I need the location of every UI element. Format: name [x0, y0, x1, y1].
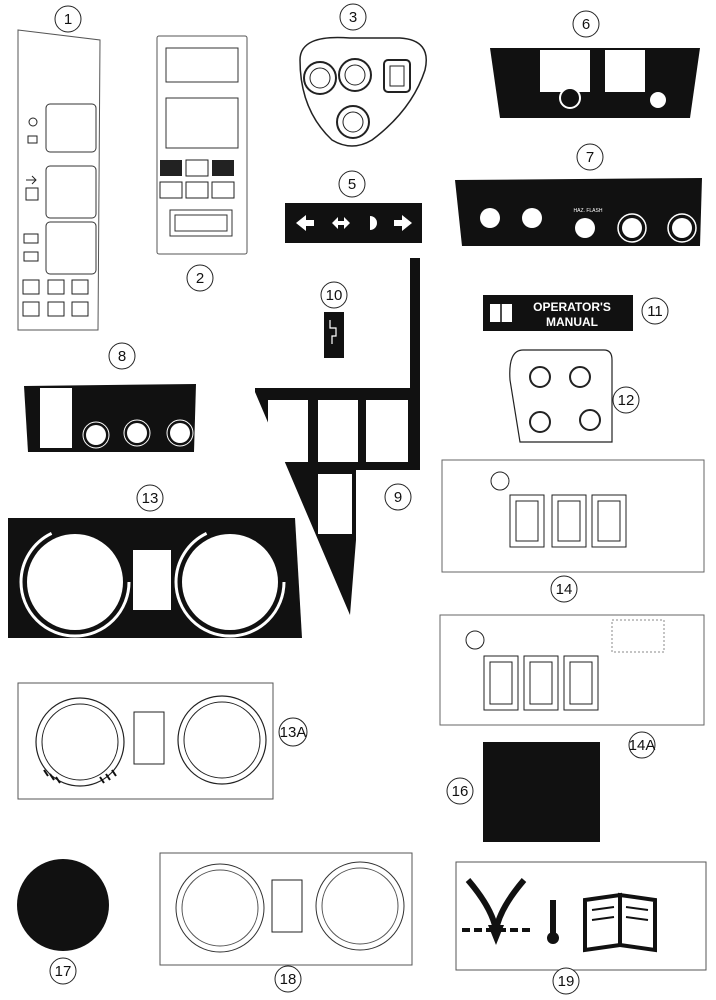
callout-19: 19: [558, 973, 575, 990]
callout-13: 13: [142, 490, 159, 507]
part-16-black-square-decal: 16: [446, 742, 600, 842]
callout-9: 9: [394, 489, 402, 506]
callout-14: 14: [556, 581, 573, 598]
part-13-climate-decal: 13: [8, 484, 302, 638]
part-3-switch-plate: 3: [299, 3, 427, 147]
callout-7: 7: [586, 149, 594, 166]
part-7-switch-decal: HAZ. FLASH 7: [455, 143, 702, 246]
callout-3: 3: [349, 9, 357, 26]
part-14-panel-decal: 14: [441, 459, 705, 603]
part-12-control-decal: 12: [509, 349, 640, 443]
part-10-small-decal: 10: [320, 281, 348, 358]
callout-16: 16: [452, 783, 469, 800]
part-9-frame-decal: 9: [255, 258, 420, 615]
callout-10: 10: [326, 287, 343, 304]
callout-1: 1: [64, 11, 72, 28]
callout-17: 17: [55, 963, 72, 980]
decal-7-text: HAZ. FLASH: [574, 208, 603, 214]
callout-14a: 14A: [629, 737, 656, 754]
part-13a-climate-decal: 13A: [17, 682, 308, 800]
decal-11-line2: MANUAL: [546, 315, 598, 329]
part-1-switch-panel-decal: 1: [17, 5, 101, 331]
part-14a-panel-decal: 14A: [439, 614, 705, 759]
part-2-instrument-decal: 2: [156, 35, 248, 292]
callout-2: 2: [196, 270, 204, 287]
part-11-operators-manual-decal: OPERATOR'S MANUAL 11: [483, 295, 669, 331]
callout-8: 8: [118, 348, 126, 365]
callout-18: 18: [280, 971, 297, 988]
part-19-warning-decal: 19: [455, 861, 707, 995]
callout-13a: 13A: [280, 724, 307, 741]
part-8-switch-decal: 8: [24, 342, 196, 452]
part-5-light-switch-decal: 5: [285, 170, 422, 243]
callout-5: 5: [348, 176, 356, 193]
callout-6: 6: [582, 16, 590, 33]
callout-12: 12: [618, 392, 635, 409]
decal-11-line1: OPERATOR'S: [533, 300, 611, 314]
part-17-round-decal: 17: [17, 859, 109, 985]
callout-11: 11: [647, 303, 663, 320]
part-6-panel-decal: 6: [490, 10, 700, 118]
part-18-climate-decal: 18: [159, 852, 413, 993]
